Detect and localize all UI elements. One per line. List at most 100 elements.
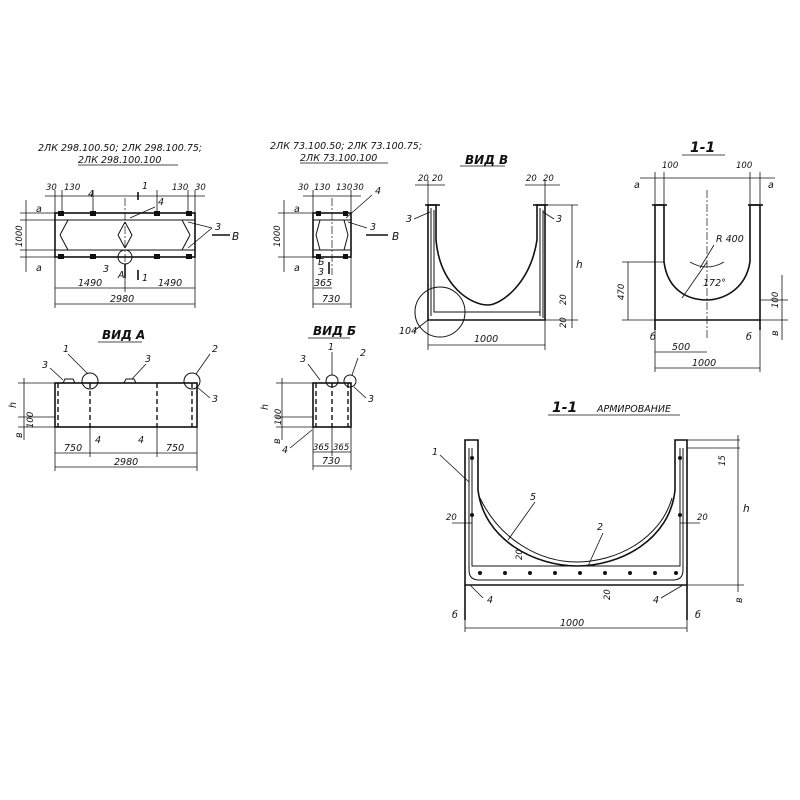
view-v-dim-20: 20 xyxy=(418,174,429,184)
arm-height-h: h xyxy=(743,503,750,515)
plan-left-callout-4: 4 xyxy=(158,197,164,208)
view-b-dim-v: в xyxy=(272,438,283,444)
plan-left-dim-130: 130 xyxy=(172,183,188,193)
plan-left-dim-130: 130 xyxy=(64,183,80,193)
plan-left-dim-1490: 1490 xyxy=(78,278,102,289)
view-b-detail-circle xyxy=(343,374,357,388)
view-a-detail-circle xyxy=(81,372,99,390)
view-a-title: ВИД А xyxy=(102,328,145,342)
section-dim-100: 100 xyxy=(771,292,781,308)
view-v-leader xyxy=(542,211,555,220)
view-v-height-h: h xyxy=(576,259,583,271)
plan-left-dim-1000: 1000 xyxy=(15,225,25,247)
plan-left-leader xyxy=(129,206,156,219)
plan-left-dim-2980: 2980 xyxy=(110,294,134,305)
section-reinforcement: 1-1 АРМИРОВАНИЕ 1 2 5 4 xyxy=(432,400,750,632)
plan-left-dim-1490: 1490 xyxy=(158,278,182,289)
view-b-callout-3: 3 xyxy=(368,394,374,405)
view-b-outline xyxy=(312,382,352,428)
view-b-callout-4: 4 xyxy=(282,445,288,456)
view-a-loop xyxy=(62,378,76,384)
arm-leader xyxy=(587,532,604,567)
plan-right-dim-130: 130 xyxy=(314,183,330,193)
plan-left-view-a: А xyxy=(117,270,125,281)
arm-leader xyxy=(469,584,484,599)
arm-foot-b: б xyxy=(452,610,458,621)
view-a-callout-3: 3 xyxy=(212,394,218,405)
view-b-dim-h: h xyxy=(260,404,271,410)
arm-dim-1000: 1000 xyxy=(560,618,584,629)
view-a-callout-2: 2 xyxy=(212,344,218,355)
section-dim-1000: 1000 xyxy=(692,358,716,369)
view-a-dim-750: 750 xyxy=(64,443,82,454)
view-v-dim-20: 20 xyxy=(559,317,569,328)
arm-dim-v: в xyxy=(734,597,745,603)
view-v-title: ВИД В xyxy=(465,153,508,167)
plan-left-leader xyxy=(187,227,213,249)
arm-leader xyxy=(439,454,470,483)
plan-right-leader xyxy=(345,194,373,219)
plan-left-loop xyxy=(90,254,96,259)
plan-right-diag xyxy=(343,219,349,236)
view-a-dim-750: 750 xyxy=(166,443,184,454)
plan-left-diag xyxy=(59,219,69,236)
plan-left-callout-3: 3 xyxy=(103,264,109,275)
plan-right-edge-a: а xyxy=(294,204,300,215)
plan-left-diag xyxy=(117,221,126,236)
view-a-leader xyxy=(195,353,211,375)
plan-left-callout-4: 4 xyxy=(88,189,94,200)
plan-left-section-1: 1 xyxy=(142,273,148,284)
view-b-leader xyxy=(289,429,313,449)
view-a-leader xyxy=(49,367,64,381)
view-a-dim-2980: 2980 xyxy=(114,457,138,468)
arm-profile xyxy=(464,439,688,586)
arm-mesh-5 xyxy=(479,497,673,563)
section-radius: R 400 xyxy=(716,234,744,245)
arm-leader xyxy=(660,584,684,599)
section-edge-a: а xyxy=(634,180,640,191)
plan-right-loop xyxy=(316,254,321,259)
plan-left-loop xyxy=(58,254,64,259)
view-b-callout-3: 3 xyxy=(300,354,306,365)
view-a: ВИД А 1 2 3 3 3 4 4 h 100 в 750 xyxy=(8,328,218,471)
arm-leader xyxy=(507,501,536,541)
view-a-outline xyxy=(54,382,198,428)
plan-left-view-b: В xyxy=(232,231,239,243)
view-a-callout-1: 1 xyxy=(63,344,69,355)
plan-left-diag xyxy=(181,219,191,236)
view-v-dim-20: 20 xyxy=(526,174,537,184)
view-v-rebar xyxy=(430,208,540,316)
plan-right-dim-365: 365 xyxy=(314,278,332,289)
plan-right-leader xyxy=(347,221,368,229)
plan-left-edge-a: а xyxy=(36,263,42,274)
view-b-leader xyxy=(353,386,367,399)
plan-left-loop xyxy=(90,211,96,216)
view-a-callout-4: 4 xyxy=(138,435,144,446)
view-v-dim-20: 20 xyxy=(559,294,569,305)
view-b-dim-100: 100 xyxy=(274,409,284,425)
section-radius-leader xyxy=(699,244,715,269)
section-edge-a: а xyxy=(768,180,774,191)
view-v-callout-104: 104 xyxy=(399,326,417,337)
plan-left-edge-a: а xyxy=(36,204,42,215)
arm-rebar-frame xyxy=(468,448,684,581)
arm-dim-15: 15 xyxy=(718,455,728,466)
arm-title: 1-1 xyxy=(552,400,577,416)
plan-left-diag xyxy=(124,234,133,249)
section-1-1: 1-1 R 400 172° 100 100 а а 470 100 в xyxy=(617,140,788,372)
plan-left-loop xyxy=(58,211,64,216)
plan-left-diag xyxy=(124,221,133,236)
view-a-callout-4: 4 xyxy=(95,435,101,446)
section-foot-b: б xyxy=(746,332,752,343)
view-v-dim-1000: 1000 xyxy=(474,334,498,345)
plan-left-loop xyxy=(154,211,160,216)
plan-left-diag xyxy=(181,234,191,251)
plan-right-dim-130: 130 xyxy=(336,183,352,193)
section-title: 1-1 xyxy=(690,140,715,156)
view-v-leader xyxy=(413,211,431,220)
view-b-leader xyxy=(307,363,321,381)
view-b-dim-365: 365 xyxy=(313,443,329,453)
view-v-rebar xyxy=(539,208,544,318)
view-v-callout-3: 3 xyxy=(556,214,562,225)
